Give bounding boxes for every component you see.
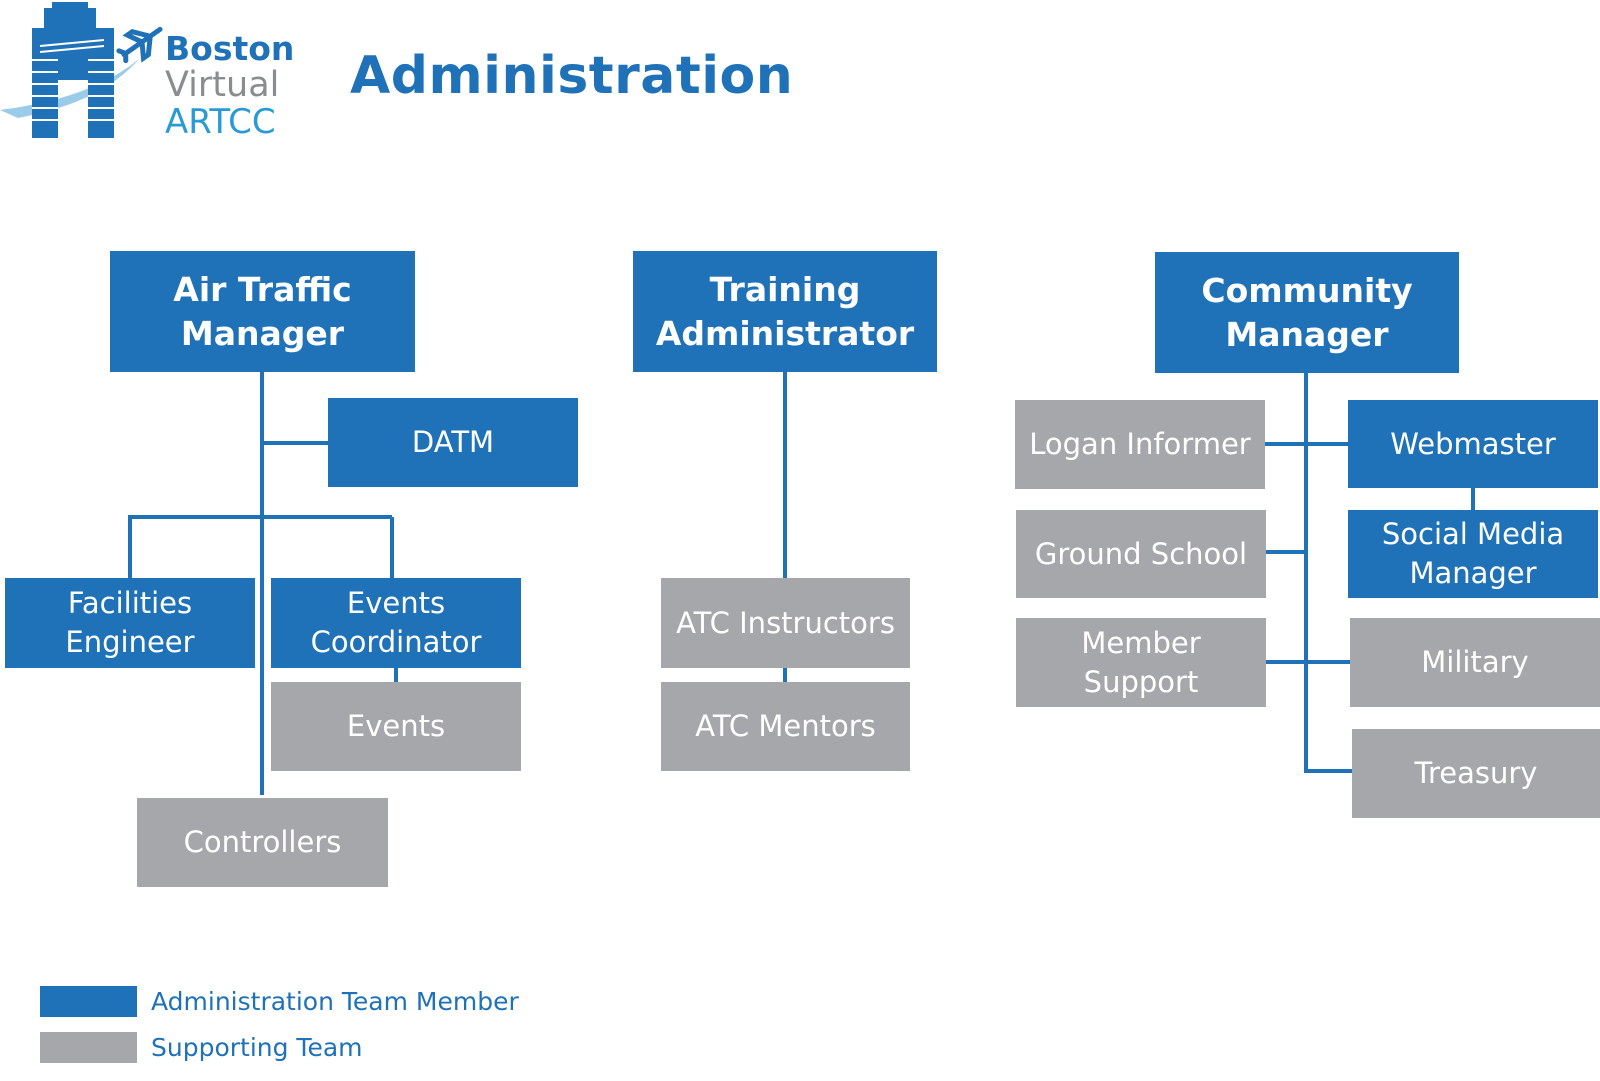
box-label: ATC Instructors [676, 605, 895, 640]
box-label: Treasury [1414, 756, 1538, 790]
box-label: Events [346, 709, 446, 743]
page-title: Administration [350, 46, 794, 106]
air-traffic-manager-box: Air Traffic Manager [110, 251, 415, 372]
controllers-box: Controllers [137, 798, 388, 887]
events-coordinator-box: Events Coordinator [271, 578, 521, 668]
box-label: Air Traffic [173, 269, 352, 309]
social-media-manager-box: Social Media Manager [1348, 510, 1598, 598]
airplane-icon [116, 26, 163, 64]
box-label: Webmaster [1390, 426, 1556, 461]
events-box: Events [271, 682, 521, 771]
atc-instructors-box: ATC Instructors [661, 578, 910, 668]
box-label: Military [1421, 645, 1529, 679]
legend-swatch-support [40, 1032, 137, 1063]
treasury-box: Treasury [1352, 729, 1600, 818]
member-support-box: Member Support [1016, 618, 1266, 707]
box-label: Administrator [655, 313, 915, 353]
boston-virtual-artcc-logo: Boston Virtual ARTCC [0, 2, 294, 142]
atc-mentors-box: ATC Mentors [661, 682, 910, 771]
svg-text:Boston: Boston [165, 29, 294, 68]
legend-swatch-admin [40, 986, 137, 1017]
facilities-engineer-box: Facilities Engineer [5, 578, 255, 668]
box-label: Training [709, 269, 861, 309]
svg-text:Virtual: Virtual [165, 65, 279, 105]
ground-school-box: Ground School [1016, 510, 1266, 598]
box-label: Manager [1225, 314, 1389, 354]
svg-text:ARTCC: ARTCC [165, 102, 276, 142]
box-label: Controllers [183, 825, 342, 859]
box-label: Engineer [65, 625, 195, 659]
community-manager-box: Community Manager [1155, 252, 1459, 373]
box-label: Support [1083, 664, 1199, 699]
box-label: ATC Mentors [695, 709, 876, 743]
webmaster-box: Webmaster [1348, 400, 1598, 488]
datm-box: DATM [328, 398, 578, 487]
box-label: Manager [180, 313, 345, 353]
military-box: Military [1350, 618, 1600, 707]
box-label: Member [1081, 625, 1201, 660]
logan-informer-box: Logan Informer [1015, 400, 1265, 489]
box-label: Coordinator [310, 625, 482, 659]
box-label: Ground School [1034, 536, 1248, 571]
box-label: DATM [411, 425, 495, 459]
box-label: Facilities [67, 586, 193, 620]
box-label: Manager [1409, 556, 1537, 590]
box-label: Logan Informer [1029, 427, 1251, 461]
box-label: Community [1201, 270, 1413, 310]
legend-label-support: Supporting Team [151, 1033, 363, 1062]
box-label: Events [346, 586, 446, 620]
training-administrator-box: Training Administrator [633, 251, 937, 372]
box-label: Social Media [1381, 517, 1565, 551]
legend-label-admin: Administration Team Member [151, 987, 519, 1016]
